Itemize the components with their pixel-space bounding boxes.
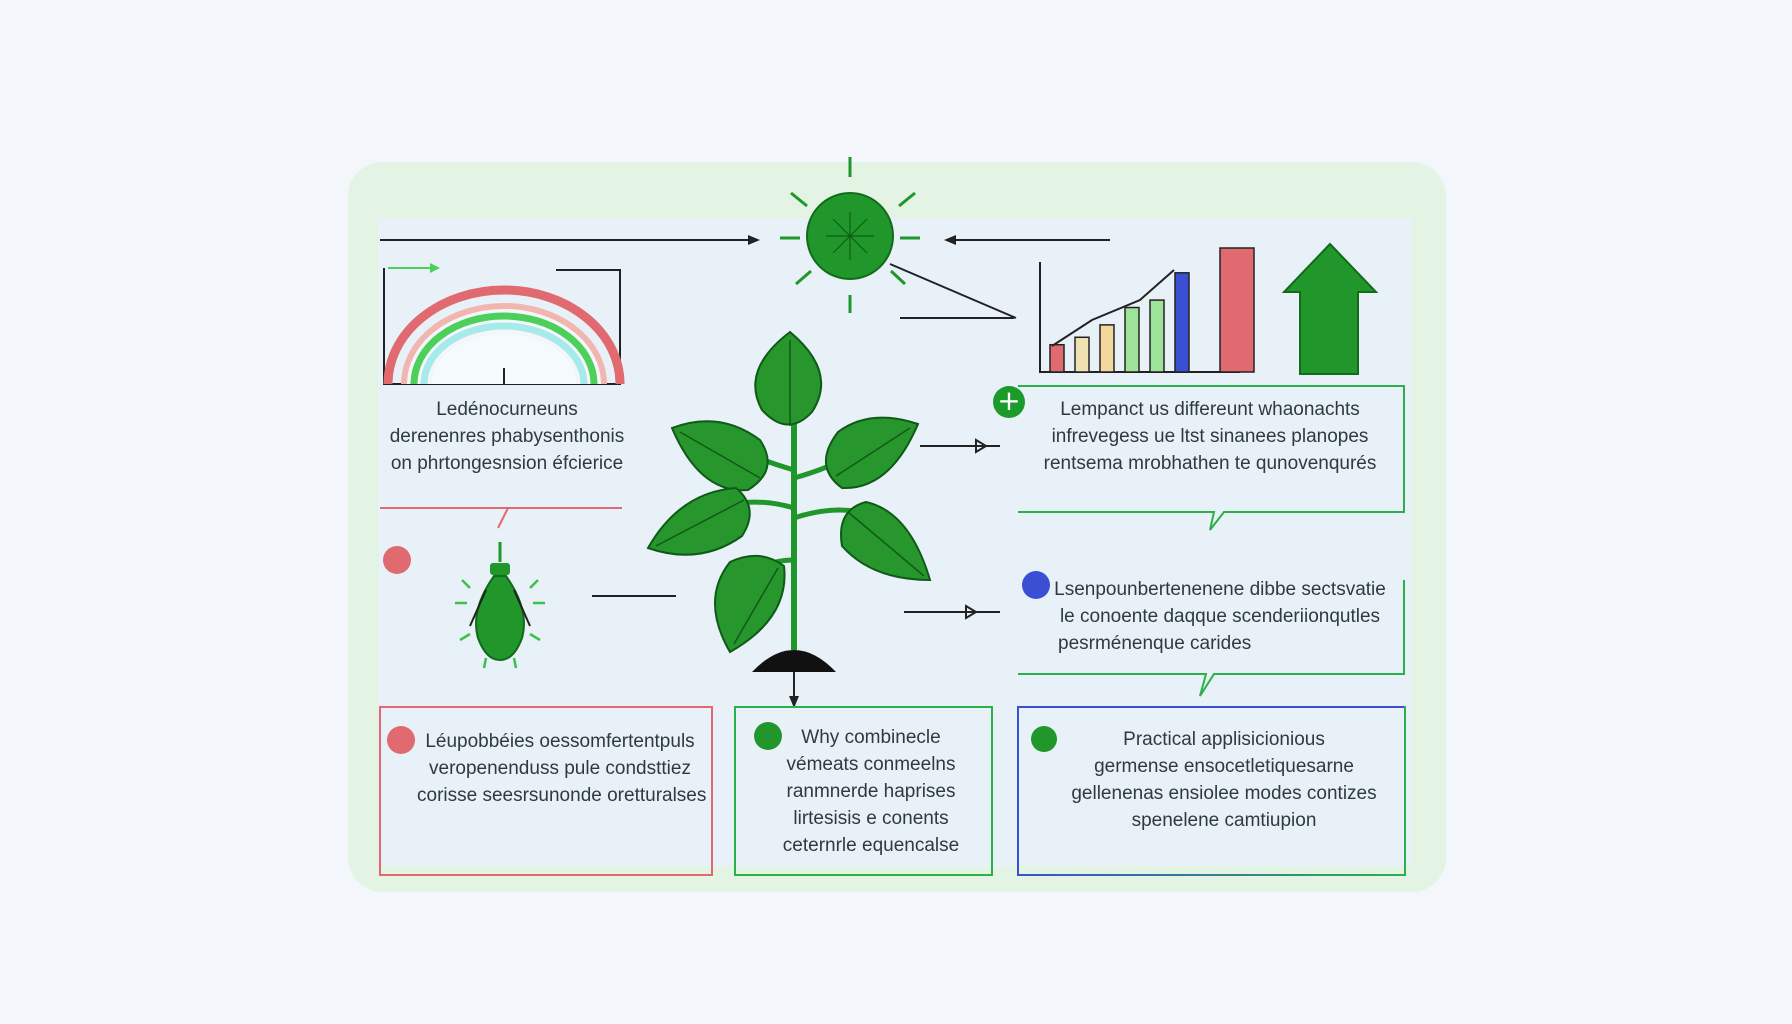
top-left-arrow — [380, 235, 760, 245]
impact-caption-line: infrevegess ue ltst sinanees planopes — [1051, 426, 1369, 447]
arrow-to-impact — [920, 438, 1000, 454]
blue-callout-frame — [1018, 580, 1405, 697]
growth-bar-chart — [1039, 247, 1255, 373]
red-marker-dot — [383, 546, 411, 574]
sun-icon — [780, 157, 1017, 319]
chart-bar — [1149, 299, 1165, 373]
chart-bar — [1124, 306, 1140, 373]
green-box-line: ranmnerde haprises — [786, 781, 956, 802]
plus-icon: + — [993, 386, 1025, 418]
impact-caption-line: rentsema mrobhathen te qunovenqurés — [1043, 453, 1377, 474]
blue-box-right-border — [1404, 706, 1406, 876]
green-box-dot — [754, 722, 782, 750]
blue-caption-line: le conoente daqque scenderiionqutles — [1059, 606, 1381, 627]
left-callout-line — [380, 507, 622, 529]
chart-bar — [1099, 324, 1115, 373]
blue-caption-line: Lsenpounbertenenene dibbe sectsvatie — [1054, 579, 1386, 600]
green-box-line: ceternrle equencalse — [782, 835, 960, 856]
red-box-line: veropenenduss pule condsttiez — [429, 758, 691, 779]
plant-icon — [646, 330, 932, 708]
spectrum-caption-line: derenenres phabysenthonis — [389, 426, 625, 447]
impact-callout-frame — [1018, 385, 1405, 531]
chart-bar — [1219, 247, 1255, 373]
growth-up-arrow-icon — [1281, 242, 1379, 375]
arrow-to-blue-caption — [904, 604, 1000, 620]
top-right-arrow — [944, 235, 1110, 245]
red-box-line: corisse seesrsunonde oretturalses — [417, 785, 707, 806]
impact-caption: Lempanct us differeunt whaonachts infrev… — [1030, 396, 1390, 477]
blue-box-line: Practical applisicionious — [1123, 729, 1325, 750]
blue-info-box: Practical applisicionious germense ensoc… — [1017, 706, 1406, 876]
spectrum-caption-line: Ledénocurneuns — [436, 399, 578, 420]
chart-bar — [1049, 343, 1065, 373]
green-info-box: Why combinecle vémeats conmeelns ranmner… — [734, 706, 993, 876]
blue-marker-dot — [1022, 571, 1050, 599]
impact-caption-line: Lempanct us differeunt whaonachts — [1060, 399, 1360, 420]
light-bulb-icon — [455, 542, 545, 669]
chart-bar — [1074, 336, 1090, 373]
blue-box-line: spenelene camtiupion — [1131, 810, 1317, 831]
spectrum-caption: Ledénocurneuns derenenres phabysenthonis… — [382, 396, 632, 477]
blue-box-bottom-border — [1017, 874, 1406, 876]
blue-box-line: germense ensocetletiquesarne — [1094, 756, 1354, 777]
light-spectrum-gauge — [383, 263, 625, 385]
blue-box-line: gellenenas ensiolee modes contizes — [1071, 783, 1377, 804]
red-box-dot — [387, 726, 415, 754]
red-box-text: Léupobbéies oessomfertentpuls veropenend… — [417, 728, 707, 809]
blue-box-text: Practical applisicionious germense ensoc… — [1059, 726, 1389, 834]
green-box-line: vémeats conmeelns — [786, 754, 956, 775]
blue-caption-line: pesrménenque carides — [1058, 633, 1252, 654]
spectrum-caption-line: on phrtongesnsion éfcierice — [390, 453, 624, 474]
green-box-text: Why combinecle vémeats conmeelns ranmner… — [766, 724, 976, 859]
red-box-line: Léupobbéies oessomfertentpuls — [425, 731, 695, 752]
blue-box-dot — [1031, 726, 1057, 752]
blue-caption: Lsenpounbertenenene dibbe sectsvatie le … — [1040, 576, 1400, 657]
chart-bar — [1174, 272, 1190, 373]
green-box-line: lirtesisis e conents — [793, 808, 949, 829]
red-info-box: Léupobbéies oessomfertentpuls veropenend… — [379, 706, 713, 876]
green-box-line: Why combinecle — [801, 727, 941, 748]
